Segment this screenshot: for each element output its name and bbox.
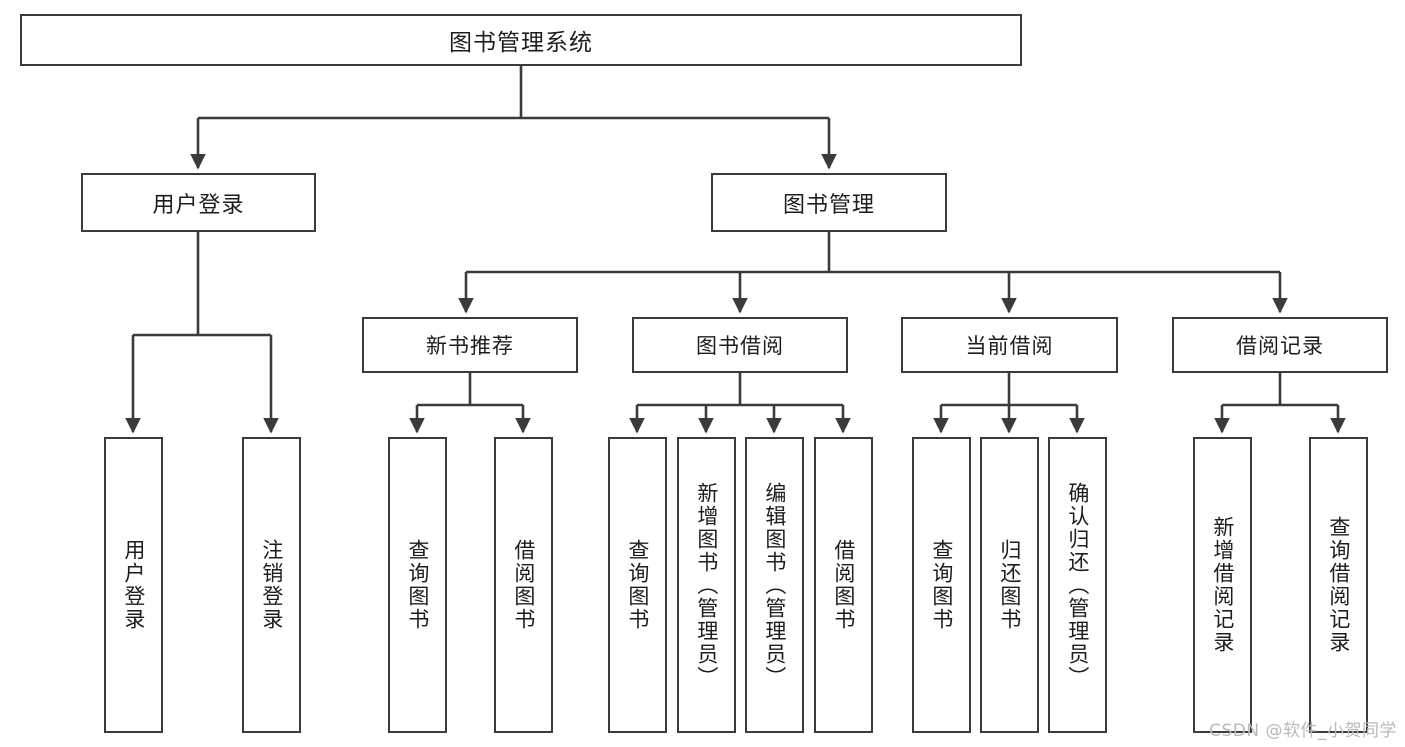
node-root-system-label: 图书管理系统	[449, 30, 593, 56]
node-book-manage[interactable]: 图书管理	[711, 173, 947, 232]
leaf-borrow-record-add[interactable]: 新增借阅记录	[1193, 437, 1252, 733]
leaf-new-book-borrow[interactable]: 借阅图书	[494, 437, 553, 733]
node-book-borrow-label: 图书借阅	[696, 334, 784, 358]
leaf-current-borrow-confirm-label: 确认归还（管理员）	[1065, 481, 1090, 689]
leaf-user-login-logout[interactable]: 注销登录	[242, 437, 301, 733]
leaf-new-book-borrow-label: 借阅图书	[511, 539, 536, 631]
leaf-borrow-record-add-label: 新增借阅记录	[1210, 516, 1235, 654]
leaf-current-borrow-query[interactable]: 查询图书	[912, 437, 971, 733]
leaf-book-borrow-borrow-label: 借阅图书	[831, 539, 856, 631]
node-root-system[interactable]: 图书管理系统	[20, 14, 1022, 66]
node-current-borrow[interactable]: 当前借阅	[901, 317, 1118, 373]
node-user-login[interactable]: 用户登录	[81, 173, 316, 232]
node-borrow-record-label: 借阅记录	[1236, 334, 1324, 358]
node-user-login-label: 用户登录	[152, 192, 245, 218]
node-current-borrow-label: 当前借阅	[965, 334, 1054, 358]
node-book-manage-label: 图书管理	[782, 192, 875, 218]
leaf-book-borrow-add[interactable]: 新增图书（管理员）	[677, 437, 736, 733]
node-new-book-recommend[interactable]: 新书推荐	[362, 317, 578, 373]
node-borrow-record[interactable]: 借阅记录	[1172, 317, 1388, 373]
leaf-user-login-login-label: 用户登录	[121, 539, 146, 631]
leaf-user-login-login[interactable]: 用户登录	[104, 437, 163, 733]
node-book-borrow[interactable]: 图书借阅	[632, 317, 848, 373]
node-new-book-recommend-label: 新书推荐	[426, 334, 514, 358]
watermark-text: CSDN @软件_小贺同学	[1209, 721, 1397, 741]
leaf-current-borrow-return[interactable]: 归还图书	[980, 437, 1039, 733]
leaf-book-borrow-query[interactable]: 查询图书	[608, 437, 667, 733]
leaf-user-login-logout-label: 注销登录	[259, 539, 284, 631]
leaf-book-borrow-borrow[interactable]: 借阅图书	[814, 437, 873, 733]
leaf-book-borrow-add-label: 新增图书（管理员）	[694, 481, 719, 689]
leaf-borrow-record-query-label: 查询借阅记录	[1326, 516, 1351, 654]
leaf-book-borrow-edit[interactable]: 编辑图书（管理员）	[745, 437, 804, 733]
leaf-borrow-record-query[interactable]: 查询借阅记录	[1309, 437, 1368, 733]
leaf-book-borrow-query-label: 查询图书	[625, 539, 650, 631]
leaf-new-book-query[interactable]: 查询图书	[388, 437, 447, 733]
leaf-current-borrow-return-label: 归还图书	[997, 539, 1022, 631]
leaf-current-borrow-query-label: 查询图书	[929, 539, 954, 631]
leaf-book-borrow-edit-label: 编辑图书（管理员）	[762, 481, 787, 689]
leaf-current-borrow-confirm[interactable]: 确认归还（管理员）	[1048, 437, 1107, 733]
leaf-new-book-query-label: 查询图书	[405, 539, 430, 631]
